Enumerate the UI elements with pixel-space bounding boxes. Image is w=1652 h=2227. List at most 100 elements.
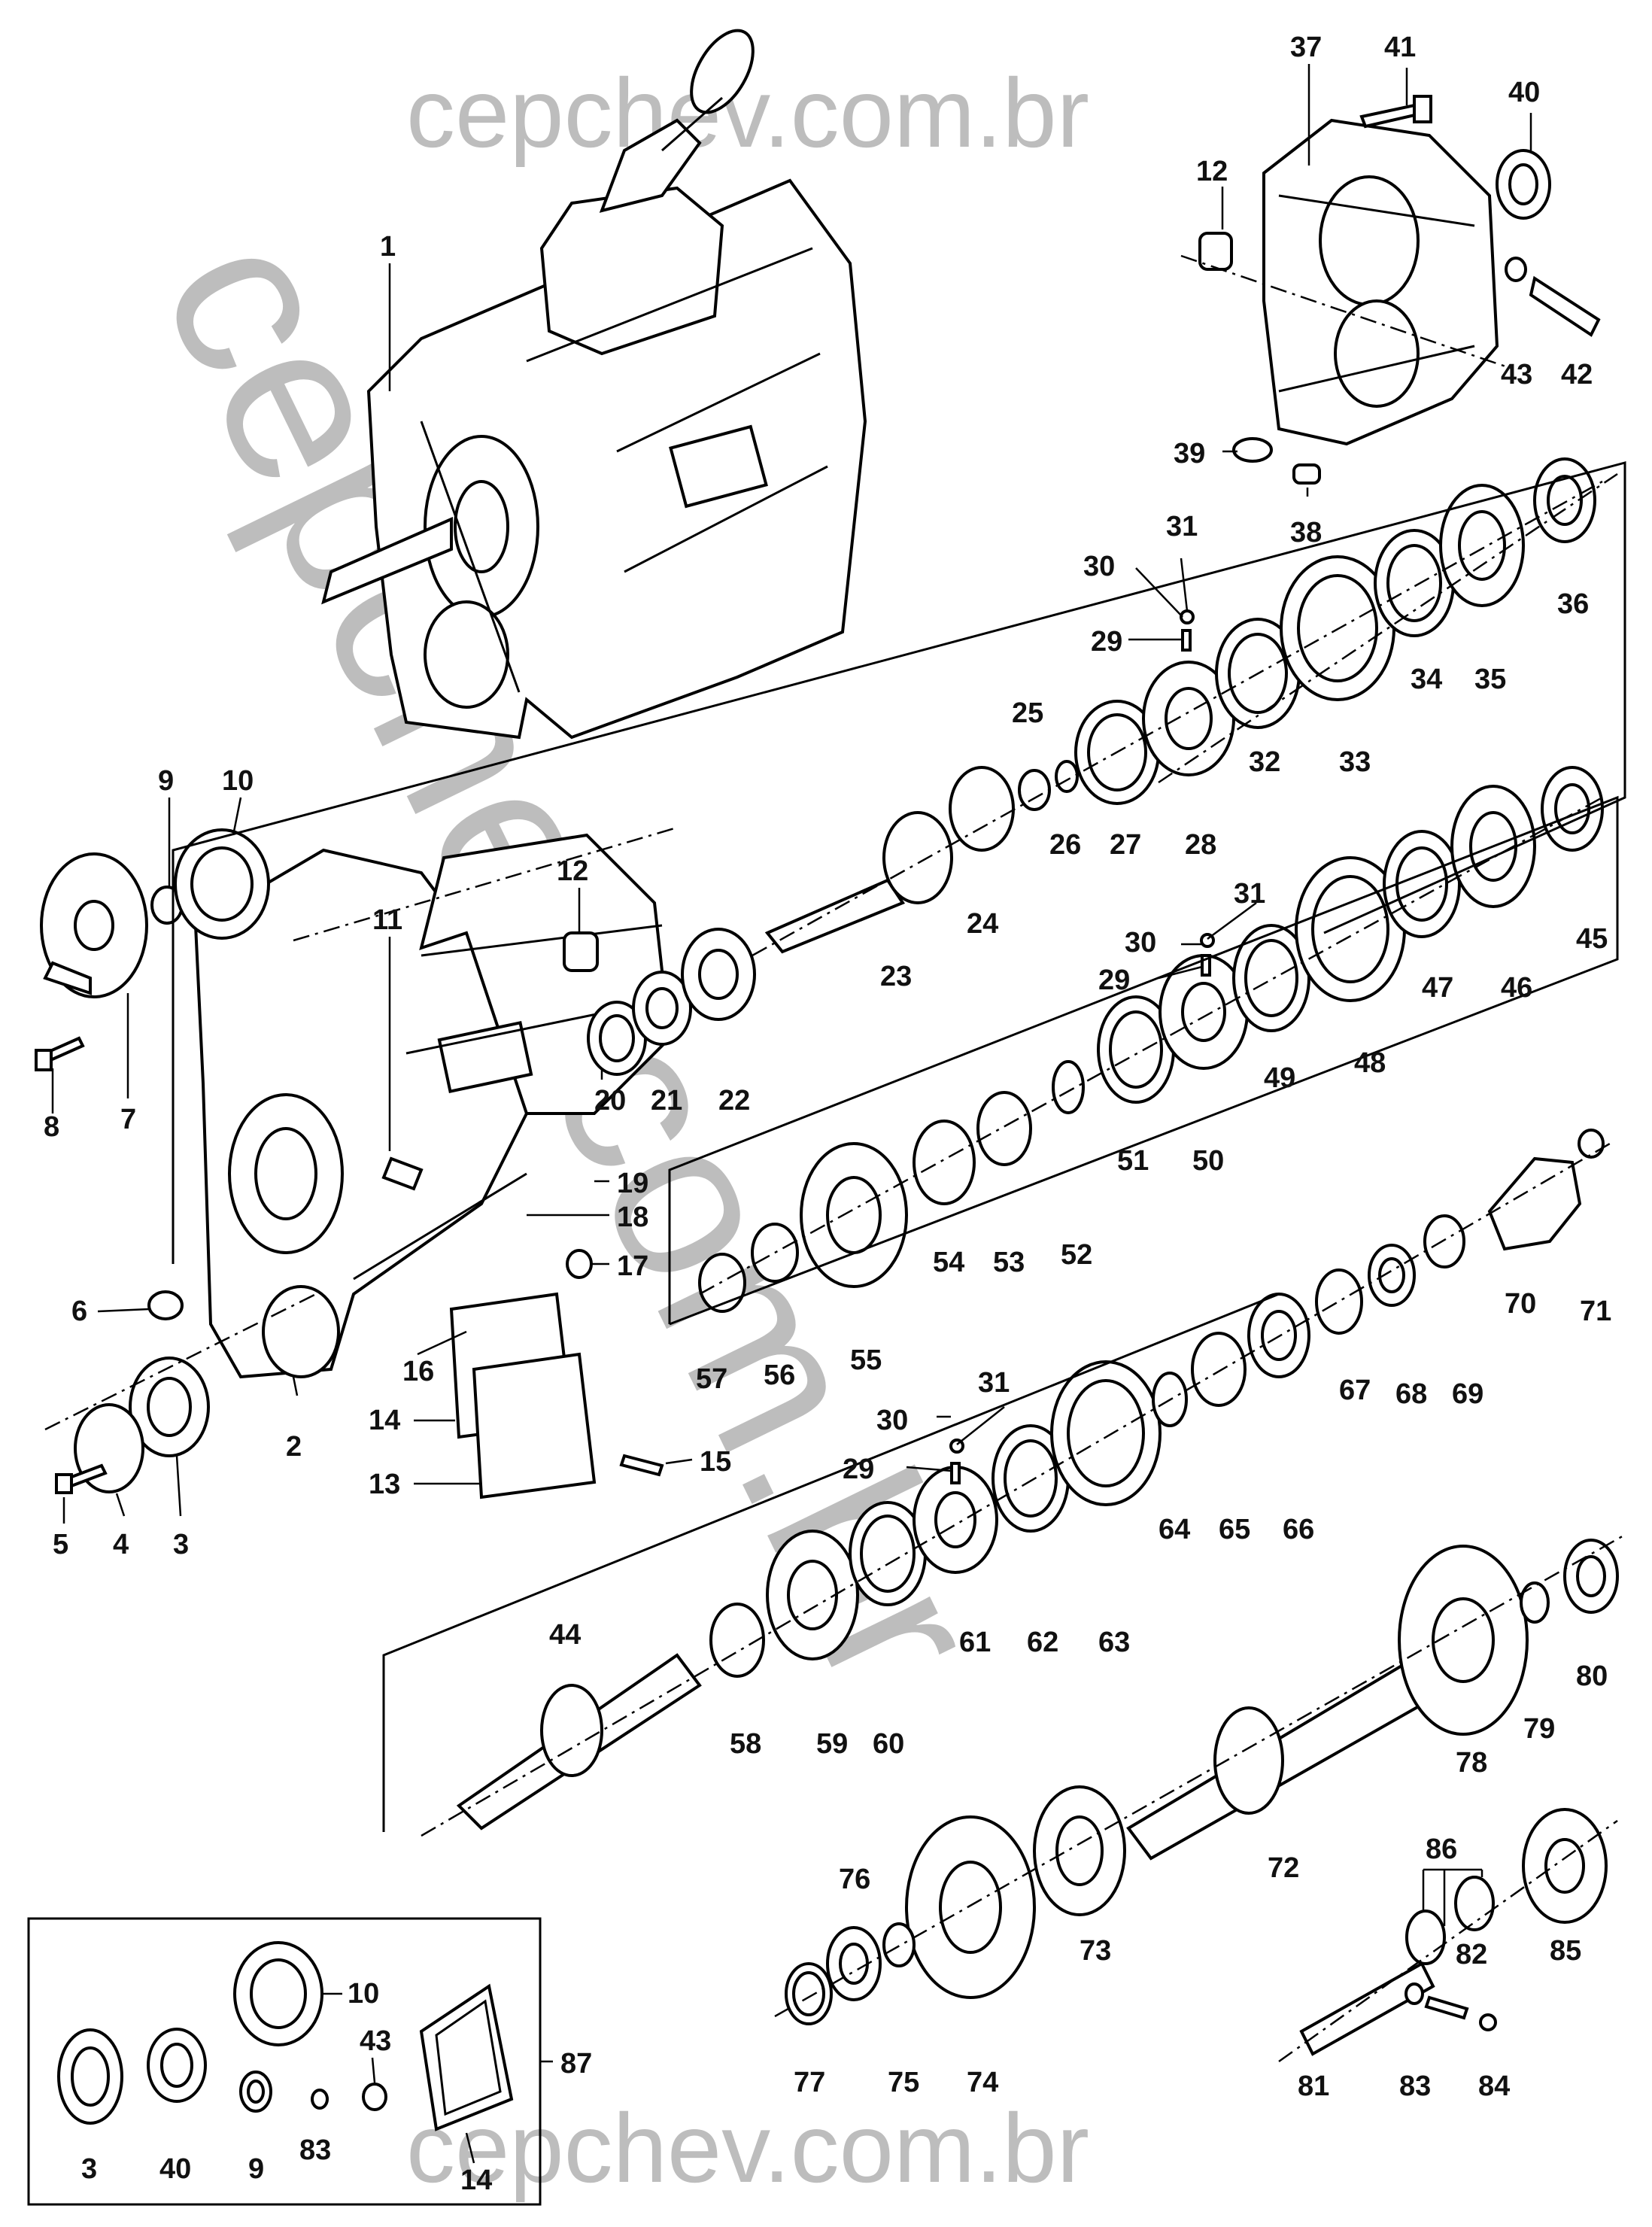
- bushing-12: [563, 931, 599, 972]
- callout-28: 28: [1185, 829, 1216, 861]
- bolt-8: [35, 1036, 85, 1071]
- callout-81: 81: [1298, 2071, 1329, 2102]
- callout-31b: 31: [978, 1367, 1010, 1399]
- callout-38: 38: [1290, 517, 1322, 548]
- callout-12a: 12: [1196, 156, 1228, 187]
- callout-58: 58: [730, 1728, 761, 1760]
- callout-50: 50: [1192, 1145, 1224, 1177]
- callout-46: 46: [1501, 972, 1532, 1004]
- shaft-42: [1529, 275, 1601, 337]
- callout-82: 82: [1456, 1939, 1487, 1970]
- callout-19: 19: [617, 1168, 648, 1199]
- callout-70: 70: [1505, 1288, 1536, 1320]
- kit-washer-83: [311, 2089, 329, 2110]
- callout-4: 4: [113, 1529, 129, 1560]
- gear-73: [1033, 1785, 1126, 1916]
- bolt-5: [55, 1463, 108, 1494]
- callouts: 1 2 3 4 5 6 7 8 9 10 11 12 12 13 14 15 1…: [44, 32, 1611, 2102]
- kit-seal-40: [147, 2028, 207, 2103]
- input-shaft-23: [764, 811, 953, 954]
- bearing-36: [1533, 457, 1596, 543]
- ring-77: [785, 1962, 833, 2025]
- callout-67: 67: [1339, 1375, 1371, 1406]
- kit-gasket-10: [233, 1941, 323, 2046]
- nut-84: [1479, 2013, 1497, 2031]
- washer-43: [1505, 257, 1527, 282]
- kit-label-43: 43: [360, 2025, 391, 2057]
- callout-75: 75: [888, 2067, 919, 2098]
- main-group-box: [668, 795, 1619, 1326]
- plug-17: [566, 1249, 593, 1279]
- callout-69: 69: [1452, 1378, 1483, 1410]
- callout-77: 77: [794, 2067, 825, 2098]
- gear-78: [1398, 1545, 1529, 1736]
- callout-54: 54: [933, 1247, 964, 1278]
- callout-26: 26: [1049, 829, 1081, 861]
- callout-29b: 29: [843, 1454, 874, 1485]
- callout-36: 36: [1557, 588, 1589, 620]
- callout-12b: 12: [557, 855, 588, 887]
- output-group-box: [382, 1293, 1280, 1832]
- plug-39: [1232, 437, 1273, 463]
- pin-38: [1292, 463, 1321, 485]
- kit-gasket-14: [419, 1983, 514, 2131]
- callout-65: 65: [1219, 1514, 1250, 1545]
- callout-14: 14: [369, 1405, 400, 1436]
- callout-53: 53: [993, 1247, 1025, 1278]
- callout-87: 87: [560, 2048, 592, 2080]
- ring-79: [1520, 1581, 1550, 1624]
- kit-label-14: 14: [460, 2165, 492, 2196]
- callout-43: 43: [1501, 359, 1532, 390]
- callout-86: 86: [1426, 1834, 1457, 1865]
- kit-label-3: 3: [81, 2153, 97, 2185]
- output-shaft-44: [456, 1653, 702, 1831]
- kit-gasket-3: [57, 2028, 123, 2125]
- nut-71: [1578, 1129, 1605, 1159]
- callout-17: 17: [617, 1250, 648, 1282]
- callout-39: 39: [1174, 438, 1205, 469]
- callout-71: 71: [1580, 1296, 1611, 1327]
- callout-20: 20: [594, 1085, 626, 1117]
- seal-6: [147, 1290, 184, 1320]
- callout-57: 57: [696, 1363, 727, 1395]
- callout-61: 61: [959, 1627, 991, 1658]
- callout-7: 7: [120, 1104, 136, 1135]
- retainer-24: [949, 766, 1015, 852]
- callout-2: 2: [286, 1431, 302, 1463]
- kit-label-83: 83: [299, 2134, 331, 2166]
- bushing-12-top: [1198, 232, 1233, 271]
- callout-37: 37: [1290, 32, 1322, 63]
- callout-68: 68: [1395, 1378, 1427, 1410]
- callout-30b: 30: [876, 1405, 908, 1436]
- bolt-15: [619, 1454, 664, 1477]
- callout-41: 41: [1384, 32, 1416, 63]
- bolt-82: [1424, 1995, 1469, 2020]
- gearbox-assembly: [321, 29, 867, 740]
- sensor-11: [381, 1156, 424, 1191]
- callout-13: 13: [369, 1469, 400, 1500]
- rear-housing: [1262, 118, 1499, 446]
- callout-55: 55: [850, 1344, 882, 1376]
- callout-79: 79: [1523, 1713, 1555, 1745]
- front-bearings: [587, 928, 756, 1076]
- callout-59: 59: [816, 1728, 848, 1760]
- callout-48: 48: [1354, 1047, 1386, 1079]
- callout-85: 85: [1550, 1935, 1581, 1967]
- callout-18: 18: [617, 1202, 648, 1233]
- callout-47: 47: [1422, 972, 1453, 1004]
- washer-83: [1405, 1982, 1424, 2005]
- bearings-86: [1405, 1876, 1495, 1965]
- countershaft-72: [1126, 1660, 1432, 1861]
- callout-72: 72: [1268, 1852, 1299, 1884]
- watermark-bottom: cepchev.com.br: [406, 2093, 1089, 2203]
- callout-31a: 31: [1166, 511, 1198, 542]
- kit-washer-43: [362, 2083, 387, 2111]
- bolt-41: [1359, 95, 1432, 129]
- callout-29c: 29: [1098, 965, 1130, 996]
- callout-23: 23: [880, 961, 912, 992]
- callout-49: 49: [1264, 1062, 1295, 1094]
- callout-24: 24: [967, 908, 998, 940]
- spring-29: [1181, 629, 1192, 652]
- main-shaft-gears: [698, 766, 1604, 1313]
- kit-label-10: 10: [348, 1978, 379, 2010]
